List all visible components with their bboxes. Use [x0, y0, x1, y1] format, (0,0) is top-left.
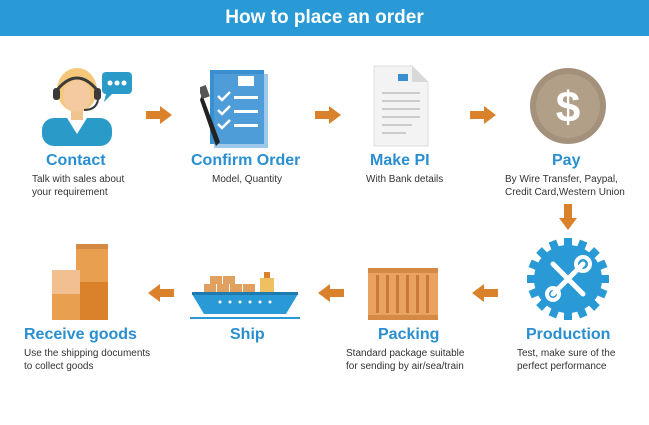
- arrow-down-icon: [559, 204, 577, 230]
- step-desc-production-line1: Test, make sure of the: [517, 348, 616, 359]
- step-desc-production-line2: perfect performance: [517, 361, 607, 372]
- step-desc-make-pi: With Bank details: [366, 174, 444, 185]
- step-desc-confirm-order: Model, Quantity: [212, 174, 283, 185]
- step-title-confirm-order: Confirm Order: [191, 152, 301, 169]
- arrow-left-icon: [472, 284, 498, 302]
- wrench-gear-icon: [527, 238, 609, 320]
- step-title-contact: Contact: [46, 152, 106, 169]
- crate-icon: [368, 268, 438, 320]
- svg-text:$: $: [556, 83, 580, 132]
- step-desc-receive-goods-line2: to collect goods: [24, 361, 94, 372]
- step-title-receive-goods: Receive goods: [24, 326, 137, 343]
- step-desc-pay-line2: Credit Card,Western Union: [505, 187, 625, 198]
- step-title-pay: Pay: [552, 152, 581, 169]
- step-title-ship: Ship: [230, 326, 265, 343]
- step-desc-contact-line1: Talk with sales about: [32, 174, 125, 185]
- step-title-make-pi: Make PI: [370, 152, 430, 169]
- page-header: How to place an order: [0, 0, 649, 36]
- arrow-left-icon: [148, 284, 174, 302]
- page-title: How to place an order: [225, 7, 424, 28]
- step-desc-packing-line1: Standard package suitable: [346, 348, 465, 359]
- arrow-right-icon: [315, 106, 341, 124]
- step-desc-packing-line2: for sending by air/sea/train: [346, 361, 464, 372]
- step-desc-receive-goods-line1: Use the shipping documents: [24, 348, 151, 359]
- step-title-production: Production: [526, 326, 611, 343]
- arrow-right-icon: [470, 106, 496, 124]
- cargo-ship-icon: [190, 272, 300, 319]
- step-desc-contact-line2: your requirement: [32, 187, 108, 198]
- step-desc-pay-line1: By Wire Transfer, Paypal,: [505, 174, 618, 185]
- headset-agent-icon: [42, 68, 132, 146]
- dollar-coin-icon: $: [530, 68, 606, 144]
- arrow-left-icon: [318, 284, 344, 302]
- checklist-pen-icon: [200, 70, 268, 148]
- step-title-packing: Packing: [378, 326, 440, 343]
- document-icon: [373, 65, 429, 147]
- boxes-icon: [52, 244, 108, 320]
- arrow-right-icon: [146, 106, 172, 124]
